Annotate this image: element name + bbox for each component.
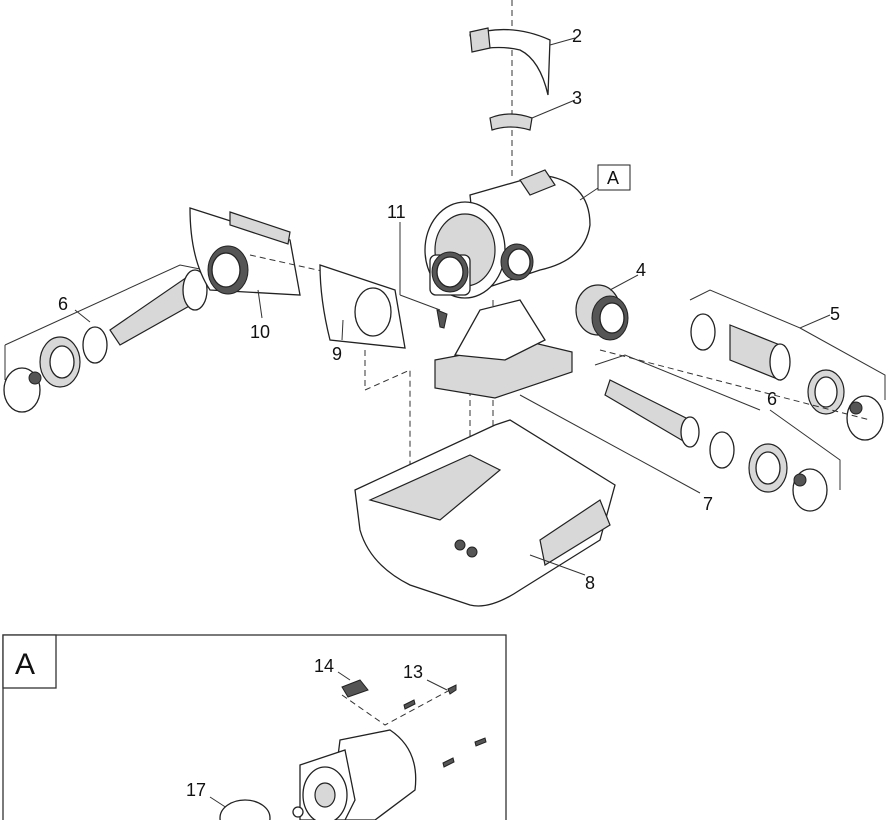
part-6-right-hose-kit bbox=[594, 354, 841, 512]
label-part-6-right: 6 bbox=[767, 389, 777, 409]
detail-A-motor bbox=[209, 671, 487, 820]
part-8-housing bbox=[354, 419, 616, 607]
part-9-gasket bbox=[319, 264, 411, 540]
detail-A-title: A bbox=[15, 648, 35, 681]
label-part-7: 7 bbox=[703, 494, 713, 514]
callout-box-A bbox=[597, 164, 631, 191]
pump-motor-A bbox=[424, 169, 599, 299]
label-part-A: A bbox=[607, 168, 619, 188]
part-6-left-hose-kit bbox=[3, 264, 208, 413]
part-10-cover bbox=[189, 207, 341, 319]
part-4-union-nut bbox=[575, 274, 639, 341]
part-2-clip bbox=[469, 27, 576, 96]
label-part-13: 13 bbox=[403, 662, 423, 682]
label-part-4: 4 bbox=[636, 260, 646, 280]
label-part-2: 2 bbox=[572, 26, 582, 46]
part-7-pump-base bbox=[434, 299, 701, 494]
detail-A-panel bbox=[2, 634, 507, 820]
label-part-6-left: 6 bbox=[58, 294, 68, 314]
label-part-11: 11 bbox=[387, 202, 406, 222]
label-part-5: 5 bbox=[830, 304, 840, 324]
part-3-seal bbox=[489, 99, 576, 131]
part-5-hose-kit bbox=[599, 289, 886, 441]
label-part-3: 3 bbox=[572, 88, 582, 108]
part-11-screw bbox=[399, 222, 448, 329]
label-part-9: 9 bbox=[332, 344, 342, 364]
label-part-17: 17 bbox=[186, 780, 206, 800]
label-part-8: 8 bbox=[585, 573, 595, 593]
label-part-14: 14 bbox=[314, 656, 334, 676]
label-part-10: 10 bbox=[250, 322, 270, 342]
